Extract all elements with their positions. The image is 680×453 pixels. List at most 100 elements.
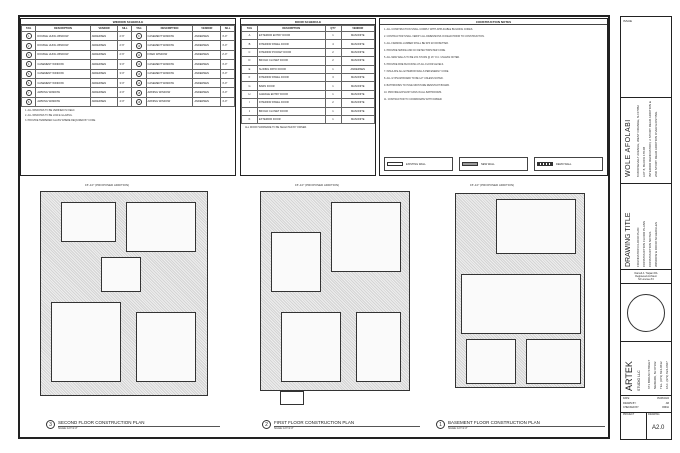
table-cell: 1 xyxy=(324,64,342,74)
legend-swatch xyxy=(462,162,478,166)
title-block-line: 2ND STORY REAR ADDITION OVER EXISTING xyxy=(654,111,658,177)
table-cell: ANDERSEN xyxy=(89,30,119,42)
table-cell: MASONITE xyxy=(340,81,376,91)
window-schedule-notes: 1. ALL WINDOWS TO BE VERIFIED IN FIELD.2… xyxy=(21,109,235,122)
window-tag: 10 xyxy=(135,42,142,49)
firm-subtitle: STUDIO LLC xyxy=(637,370,641,391)
table-cell: MASONITE xyxy=(340,72,376,83)
title-block-line: NEWARK, NJ 07102 xyxy=(653,361,657,389)
table-cell: I xyxy=(241,98,258,108)
table-cell: MASONITE xyxy=(340,30,376,41)
plan-dimension: 15'-10" (PROPOSED ADDITION) xyxy=(295,183,340,187)
table-cell: CASEMENT WINDOW xyxy=(145,77,194,89)
table-cell: 5 xyxy=(20,68,37,79)
window-tag: 11 xyxy=(135,51,142,58)
note: ALL DOOR HARDWARE TO BE SELECTED BY OWNE… xyxy=(245,126,307,130)
table-cell: DOUBLE HUNG WINDOW xyxy=(35,49,91,61)
table-cell: ANDERSEN xyxy=(89,68,119,79)
table-cell: ANDERSEN xyxy=(89,87,119,98)
stair xyxy=(280,391,304,405)
plan-title-text: FIRST FLOOR CONSTRUCTION PLAN xyxy=(274,420,355,425)
plan-drawing xyxy=(40,191,208,396)
project-number-label: PROJECT xyxy=(623,413,635,416)
table-cell: ANDERSEN xyxy=(192,96,222,108)
table-cell: CASEMENT WINDOW xyxy=(145,59,194,70)
table-cell: MASONITE xyxy=(340,39,376,49)
table-cell: ANDERSEN xyxy=(192,68,222,79)
table-cell: C xyxy=(241,47,258,58)
note: 1. ALL WINDOWS TO BE VERIFIED IN FIELD. xyxy=(25,109,76,113)
table-cell: ANDERSEN xyxy=(89,59,119,70)
sheet-number: A2.0 xyxy=(652,425,665,431)
table-cell: 1 xyxy=(324,89,342,100)
construction-notes: CONSTRUCTION NOTES 1. ALL CONSTRUCTION S… xyxy=(379,18,608,176)
note: 7. INSULATE ALL EXTERIOR WALLS PER ENERG… xyxy=(384,70,449,73)
table-cell: ANDERSEN xyxy=(192,40,222,51)
title-block-line: LOT 8, BLOCK 178.08 xyxy=(642,146,646,177)
table-cell: 2'-6" xyxy=(117,40,133,51)
table-cell: ANDERSEN xyxy=(192,87,222,98)
architect-line: Registered Architect xyxy=(635,275,657,278)
window-tag: 12 xyxy=(135,61,142,68)
table-cell: 1 xyxy=(324,30,342,41)
plan-title-text: SECOND FLOOR CONSTRUCTION PLAN xyxy=(58,420,145,425)
door-schedule-title: DOOR SCHEDULE xyxy=(241,19,375,25)
table-cell: CASEMENT WINDOW xyxy=(35,68,91,79)
title-block-line: 8 ROOSEVELT AVENUE, WEST ORANGE, NJ 0705… xyxy=(636,105,640,177)
sheet-info: DATE:05/28/2024 DRAWN BY:AB CHECKED BY:R… xyxy=(623,397,669,411)
note: 5. ALL NEW WALLS TO BE 2X4 STUDS @ 16" O… xyxy=(384,56,460,59)
window-tag: 13 xyxy=(135,70,142,77)
table-cell: 3'-0" xyxy=(117,59,133,70)
note: 3. PROVIDE TEMPERED GLASS WHERE REQUIRED… xyxy=(25,119,96,123)
title-block-line: FOUNDATION FLOOR PLAN xyxy=(636,227,640,267)
table-cell: EXTERIOR DOOR xyxy=(256,114,326,125)
title-block-line: CONSTRUCTION NOTES xyxy=(648,231,652,267)
table-cell: 3'-0" xyxy=(220,59,235,70)
table-cell: 2 xyxy=(324,56,342,66)
table-cell: 2'-6" xyxy=(117,30,133,42)
note: 9. BATHROOMS TO HAVE MOISTURE RESISTANT … xyxy=(384,84,450,87)
title-block-line: TEL. (973) 824-0632 xyxy=(659,361,663,389)
table-cell: AWNING WINDOW xyxy=(145,96,194,108)
table-cell: BIFOLD CLOSET DOOR xyxy=(256,56,326,66)
title-block-line: WINDOW & DOOR SCHEDULES xyxy=(654,221,658,267)
table-cell: ANDERSEN xyxy=(192,77,222,89)
table-cell: AWNING WINDOW xyxy=(145,87,194,98)
first-floor-plan: 15'-10" (PROPOSED ADDITION) xyxy=(245,183,420,408)
plan-scale: SCALE: 1/4"=1'-0" xyxy=(58,427,78,430)
drawn-by-value: AB xyxy=(665,401,669,405)
table-cell: J xyxy=(241,106,258,116)
table-cell: ANDERSEN xyxy=(89,96,119,108)
table-cell: ANDERSEN xyxy=(192,49,222,61)
table-cell: BIFOLD CLOSET DOOR xyxy=(256,106,326,116)
plan-title-text: BASEMENT FLOOR CONSTRUCTION PLAN xyxy=(448,420,540,425)
window-schedule-title: WINDOW SCHEDULE xyxy=(21,19,235,25)
table-cell: 1 xyxy=(324,81,342,91)
table-cell: GARAGE ENTRY DOOR xyxy=(256,89,326,100)
plan-drawing xyxy=(260,191,410,391)
table-cell: 12 xyxy=(131,59,147,70)
table-cell: MASONITE xyxy=(340,89,376,100)
table-cell: 3'-0" xyxy=(220,68,235,79)
legend-item: NEW WALL xyxy=(459,157,528,171)
window-tag: 6 xyxy=(25,80,32,87)
checked-by-label: CHECKED BY: xyxy=(623,406,640,409)
legend-label: EXISTING WALL xyxy=(406,162,426,166)
date-label: DATE: xyxy=(623,397,630,400)
basement-floor-plan: 15'-10" (PROPOSED ADDITION) xyxy=(430,183,605,408)
table-cell: INTERIOR POCKET DOOR xyxy=(256,47,326,58)
table-cell: 13 xyxy=(131,68,147,79)
table-cell: 9 xyxy=(131,30,147,42)
sheet-border xyxy=(18,15,610,439)
note: 10. PROVIDE EXHAUST FANS IN ALL BATHROOM… xyxy=(384,91,442,94)
drawing-title-label: DRAWING TITLE xyxy=(625,212,632,267)
architect-line: NJ License # 0 xyxy=(638,278,654,281)
